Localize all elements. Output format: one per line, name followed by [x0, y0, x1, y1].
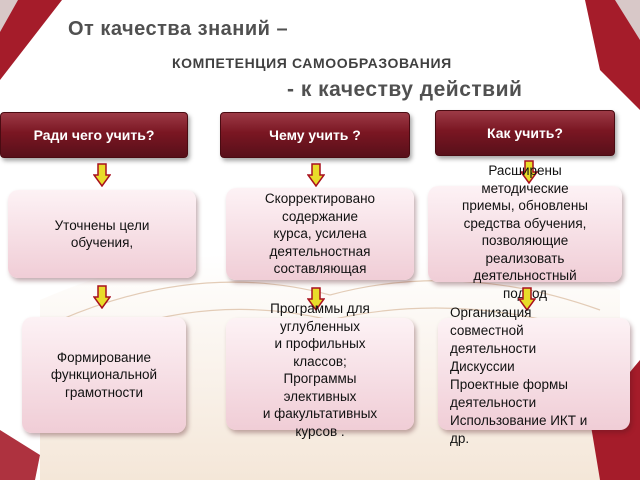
box-literacy-line: грамотности [64, 384, 144, 400]
activities-line: совместной [450, 323, 524, 338]
activities-line: деятельности [450, 341, 537, 356]
box-methods [428, 186, 622, 282]
arrow-down-icon [93, 285, 111, 309]
activities-line: Дискуссии [450, 359, 515, 374]
methods-line: методические [481, 180, 569, 196]
programs-line: Программы [283, 371, 357, 386]
methods-line: Расширены [488, 163, 562, 178]
box-goals: Уточнены цели обучения, [8, 190, 196, 278]
methods-line: позволяющие [481, 233, 569, 248]
arrow-down-icon [93, 163, 111, 187]
methods-text: Расширены методические приемы, обновлены… [428, 162, 622, 302]
title-line-1: От качества знаний – [68, 18, 289, 40]
activities-line: Использование ИКТ и [450, 413, 588, 428]
programs-line: курсов . [295, 423, 345, 439]
methods-line: деятельностный [473, 268, 577, 283]
header-why: Ради чего учить? [0, 112, 188, 158]
arrow-down-icon [520, 160, 538, 184]
header-what: Чему учить ? [220, 112, 410, 158]
box-activities [438, 318, 630, 430]
box-literacy-line: функциональной [50, 367, 158, 383]
programs-line: и профильных [274, 336, 366, 351]
box-literacy: Формирование функциональной грамотности [22, 317, 186, 433]
programs-line: и факультативных [262, 406, 378, 421]
activities-list: Организация совместной деятельности Диск… [450, 304, 587, 448]
activities-line: Проектные формы [450, 377, 568, 392]
title-line-3: - к качеству действий [287, 78, 523, 101]
activities-line: Организация [450, 305, 532, 320]
arrow-down-icon [518, 287, 536, 311]
activities-line: деятельности [450, 395, 537, 410]
box-content-line: составляющая [273, 261, 367, 277]
programs-text: Программы для углубленных и профильных к… [226, 300, 414, 440]
box-content-line: курса, усилена [273, 226, 367, 242]
programs-line: Программы для [270, 301, 370, 316]
title-line-2: КОМПЕТЕНЦИЯ САМООБРАЗОВАНИЯ [172, 55, 452, 71]
header-how: Как учить? [435, 110, 615, 156]
box-programs [226, 318, 414, 430]
box-content-line: деятельностная [269, 243, 371, 259]
box-goals-line: обучения, [70, 235, 134, 250]
methods-line: реализовать [485, 250, 565, 266]
box-content: Скорректировано содержание курса, усилен… [226, 188, 414, 280]
arrow-down-icon [307, 287, 325, 311]
box-content-line: содержание [281, 208, 359, 224]
activities-line: др. [450, 431, 470, 446]
programs-line: углубленных [279, 318, 361, 334]
programs-line: классов; [293, 353, 347, 369]
box-literacy-line: Формирование [56, 349, 152, 365]
methods-line: приемы, обновлены [462, 198, 588, 213]
methods-line: средства обучения, [463, 215, 587, 231]
arrow-down-icon [307, 163, 325, 187]
programs-line: элективных [283, 388, 357, 404]
box-content-line: Скорректировано [264, 191, 376, 207]
box-goals-line: Уточнены цели [54, 217, 150, 233]
